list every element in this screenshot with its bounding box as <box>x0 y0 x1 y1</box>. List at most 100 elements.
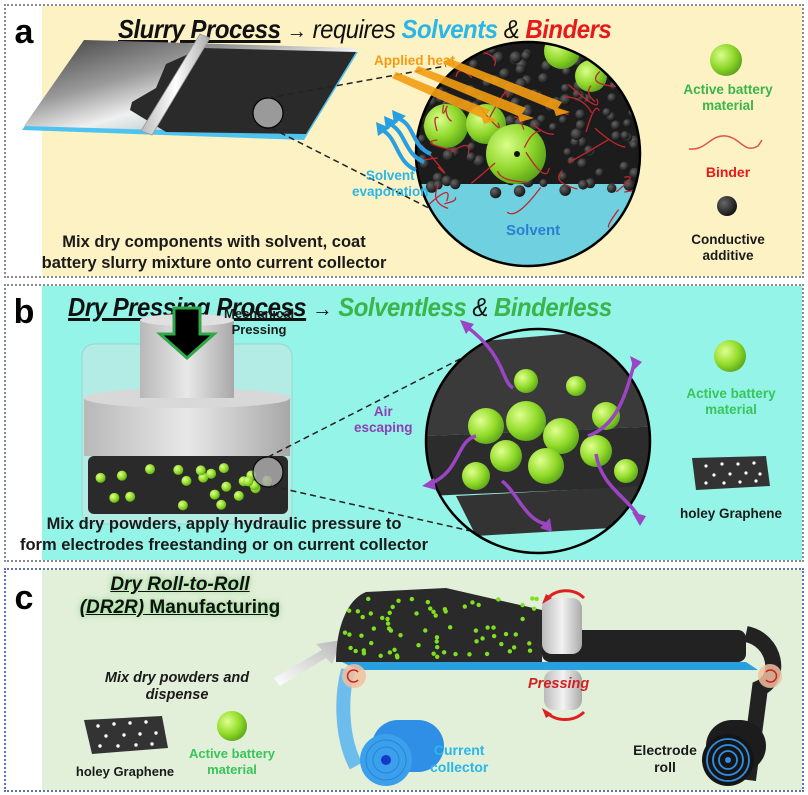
pile-active-particle <box>520 602 525 608</box>
powder-active-particle <box>181 475 192 486</box>
conductive-additive-particle <box>561 83 570 93</box>
solvent-evaporation-arrows <box>380 116 432 172</box>
conductive-additive-particle <box>539 179 548 188</box>
powder-active-particle <box>216 499 227 510</box>
conductive-additive-particle <box>559 184 571 196</box>
left-idler-roller <box>342 664 366 688</box>
conductive-additive-particle <box>575 109 586 120</box>
zoom-line-top <box>267 355 467 458</box>
panel-a-title: Slurry Process → requires Solvents & Bin… <box>118 14 612 45</box>
panel-a-slurry-process: a Slurry Process → requires Solvents & B… <box>4 4 804 278</box>
conductive-additive-particle <box>548 122 558 132</box>
conductive-additive-particle <box>417 134 426 144</box>
panel-c-letter: c <box>14 579 34 617</box>
pile-active-particle <box>431 609 436 614</box>
panel-a-caption: Mix dry components with solvent, coat ba… <box>24 232 404 275</box>
pile-active-particle <box>390 604 395 610</box>
pile-active-particle <box>531 606 537 611</box>
conductive-additive-particle <box>441 175 453 187</box>
pile-active-particle <box>348 645 353 651</box>
panel-c-dry-roll-to-roll: c Dry Roll-to-Roll (DR2R) Manufacturing <box>4 568 804 792</box>
powder-active-particle <box>95 472 106 483</box>
pile-active-particle <box>467 652 472 657</box>
pile-active-particle <box>416 642 421 648</box>
conductive-additive-particle <box>602 108 611 117</box>
powder-active-particle <box>206 468 217 479</box>
binder-strand <box>525 151 550 175</box>
panel-a-letter: a <box>14 13 34 51</box>
zoom-source-circle <box>252 97 284 129</box>
pressing-label: Pressing <box>528 676 590 692</box>
pile-active-particle <box>530 596 535 601</box>
pile-active-particle <box>386 626 392 631</box>
solvent-evaporation-label: Solvent evaporation <box>352 168 429 200</box>
pile-active-particle <box>511 645 517 650</box>
pile-active-particle <box>480 636 485 641</box>
binder-strand <box>444 196 457 205</box>
conductive-additive-particle <box>417 94 428 106</box>
mechanical-pressing-label: Mechanical Pressing <box>224 306 294 337</box>
title-arrow: → <box>312 296 333 321</box>
pile-active-particle <box>346 608 352 613</box>
zoom-active-particle <box>514 369 538 393</box>
binder-strand <box>435 184 449 209</box>
binder-strand <box>496 170 527 183</box>
pile-active-particle <box>434 635 440 640</box>
pile-active-particle <box>371 626 377 631</box>
binder-strand <box>585 107 600 133</box>
active-line-2: material <box>207 761 257 777</box>
mix-dispense-label: Mix dry powders and dispense <box>92 670 262 705</box>
conductive-additive-particle <box>504 115 516 127</box>
legend-active-line-1: Active battery <box>683 82 773 97</box>
panel-b-dry-pressing: b Dry Pressing Process → Solventless & B… <box>4 284 804 562</box>
binder-strand <box>442 104 448 114</box>
panel-b-caption-line-1: Mix dry powders, apply hydraulic pressur… <box>46 515 402 533</box>
roll-to-roll-illustration <box>84 588 782 786</box>
pile-active-particle <box>409 596 415 602</box>
binder-strand <box>429 139 452 151</box>
electrode-line-1: Electrode <box>633 742 697 758</box>
air-escaping-label: Air escaping <box>354 404 413 436</box>
conductive-additive-particle <box>577 158 588 169</box>
legend-holey-graphene-label: holey Graphene <box>679 506 783 521</box>
panel-c-title: Dry Roll-to-Roll (DR2R) Manufacturing <box>60 574 300 620</box>
conductive-additive-particle <box>432 172 444 184</box>
powder-active-particle <box>209 489 220 500</box>
binder-strand <box>632 44 640 72</box>
active-material-label: Active battery material <box>182 746 282 777</box>
binder-strand <box>587 85 596 102</box>
holey-graphene-label: holey Graphene <box>75 764 175 779</box>
pile-active-particle <box>507 649 513 654</box>
pile-active-particle <box>392 647 397 653</box>
binder-strand <box>558 169 578 190</box>
dry-pressing-zoom-view <box>426 329 650 553</box>
conductive-additive-particle <box>499 68 510 79</box>
zoom-active-particle <box>566 376 586 396</box>
legend-holey-graphene-icon <box>692 456 770 490</box>
pile-active-particle <box>513 632 518 637</box>
dry-pressing-illustration <box>81 306 770 555</box>
conductive-additive-particle <box>595 168 604 177</box>
active-material-icon <box>217 711 247 741</box>
electrode-line-2: roll <box>654 758 676 775</box>
pile-active-particle <box>453 651 458 657</box>
zoom-active-particle <box>468 408 504 444</box>
applied-heat-label: Applied heat <box>374 53 456 68</box>
pile-active-particle <box>434 644 440 650</box>
binder-strand <box>506 187 542 215</box>
conductive-additive-particle <box>570 128 583 141</box>
powder-active-particle <box>195 465 206 476</box>
heat-arrows <box>392 58 570 124</box>
conductive-additive-particle <box>558 171 568 181</box>
legend-conductive-line-1: Conductive <box>691 232 765 247</box>
pile-active-particle <box>527 641 532 646</box>
amp-text: & <box>497 14 526 44</box>
binder-strand <box>624 189 640 199</box>
pile-active-particle <box>462 604 468 609</box>
conductive-additive-particle <box>513 185 526 197</box>
electrode-film <box>542 630 746 662</box>
pile-active-particle <box>484 651 490 657</box>
solventless-text: Solventless <box>338 292 467 322</box>
pile-active-particle <box>527 648 533 653</box>
pile-active-particle <box>387 610 392 615</box>
